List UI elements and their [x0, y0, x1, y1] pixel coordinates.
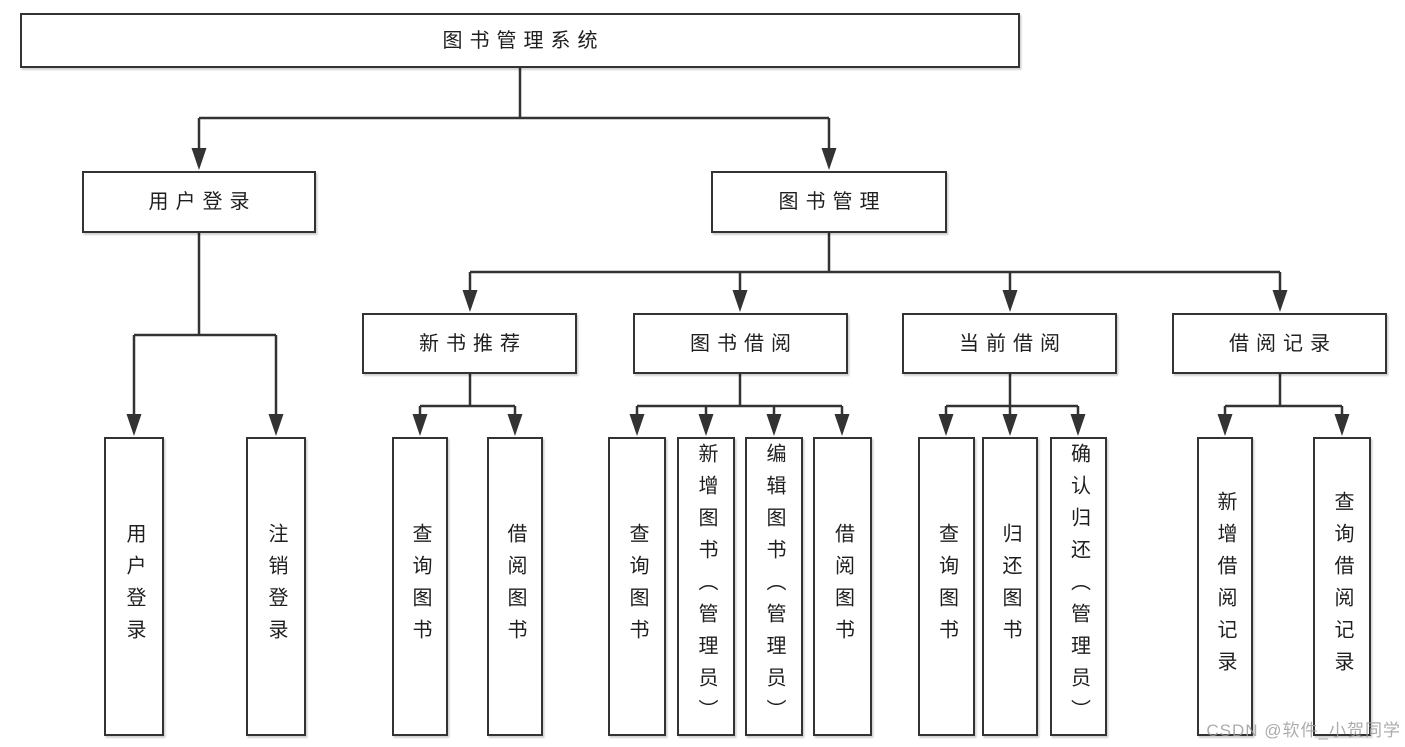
leaf-query-book-recommend-label: 查询图书 — [409, 522, 431, 651]
leaf-logout-login-label: 注销登录 — [265, 522, 287, 651]
leaf-query-book-current-label: 查询图书 — [935, 522, 958, 651]
node-borrow-record-label: 借阅记录 — [1229, 332, 1337, 355]
leaf-confirm-return-admin: 确认归还（管理员） — [1050, 437, 1107, 736]
node-book-management-label: 图书管理 — [778, 191, 887, 213]
node-new-book-recommend: 新书推荐 — [362, 313, 577, 374]
leaf-borrow-book-label: 借阅图书 — [831, 522, 854, 651]
node-book-management: 图书管理 — [711, 171, 947, 233]
leaf-edit-book-admin: 编辑图书（管理员） — [745, 437, 803, 736]
leaf-add-borrow-record: 新增借阅记录 — [1197, 437, 1253, 736]
leaf-query-book-recommend: 查询图书 — [392, 437, 448, 736]
leaf-query-borrow-record: 查询借阅记录 — [1313, 437, 1371, 736]
csdn-watermark: CSDN @软件_小贺同学 — [1206, 721, 1401, 740]
leaf-add-book-admin-label: 新增图书（管理员） — [695, 442, 717, 731]
node-user-login: 用户登录 — [82, 171, 316, 233]
leaf-query-book-borrow-label: 查询图书 — [626, 522, 648, 651]
node-new-book-recommend-label: 新书推荐 — [419, 332, 527, 355]
node-book-borrow-label: 图书借阅 — [690, 332, 798, 355]
leaf-query-book-current: 查询图书 — [918, 437, 975, 736]
leaf-query-borrow-record-label: 查询借阅记录 — [1331, 490, 1353, 683]
leaf-add-book-admin: 新增图书（管理员） — [677, 437, 735, 736]
leaf-borrow-book: 借阅图书 — [813, 437, 872, 736]
leaf-edit-book-admin-label: 编辑图书（管理员） — [763, 442, 785, 731]
leaf-borrow-book-recommend-label: 借阅图书 — [504, 522, 526, 651]
leaf-user-login-label: 用户登录 — [123, 522, 145, 651]
node-root-system: 图书管理系统 — [20, 13, 1020, 68]
leaf-query-book-borrow: 查询图书 — [608, 437, 666, 736]
arrowhead-icons — [126, 148, 1350, 436]
node-current-borrow: 当前借阅 — [902, 313, 1117, 374]
leaf-return-book-label: 归还图书 — [999, 522, 1021, 651]
leaf-borrow-book-recommend: 借阅图书 — [487, 437, 543, 736]
node-book-borrow: 图书借阅 — [633, 313, 848, 374]
leaf-add-borrow-record-label: 新增借阅记录 — [1214, 490, 1236, 683]
node-current-borrow-label: 当前借阅 — [959, 332, 1067, 355]
leaf-confirm-return-admin-label: 确认归还（管理员） — [1067, 442, 1090, 731]
leaf-user-login: 用户登录 — [104, 437, 164, 736]
node-borrow-record: 借阅记录 — [1172, 313, 1387, 374]
node-root-label: 图书管理系统 — [442, 29, 605, 52]
leaf-return-book: 归还图书 — [982, 437, 1038, 736]
node-user-login-label: 用户登录 — [148, 191, 257, 213]
leaf-logout-login: 注销登录 — [246, 437, 306, 736]
